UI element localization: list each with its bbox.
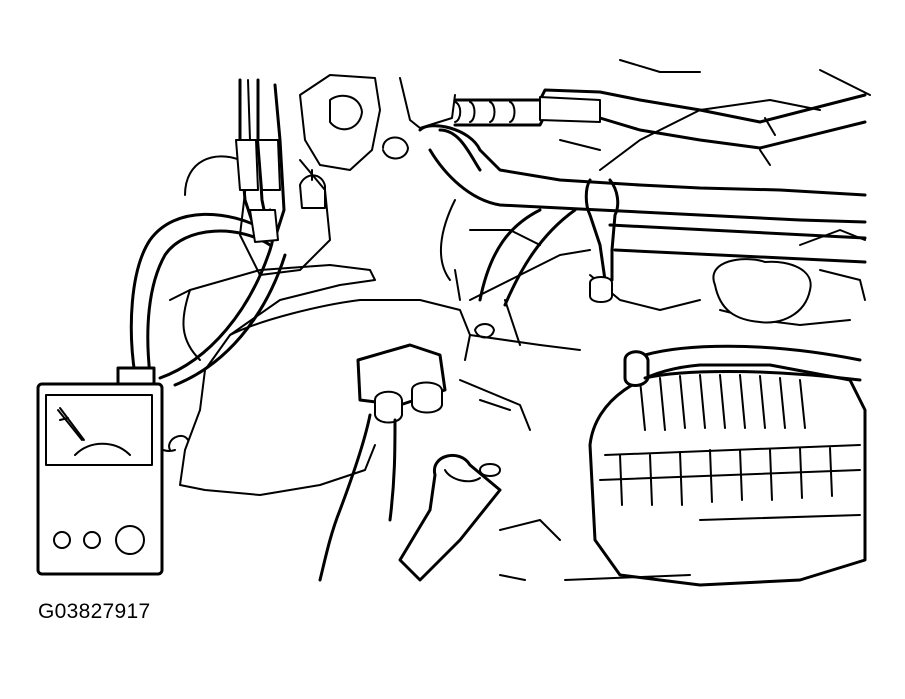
tester-leads bbox=[129, 78, 287, 387]
lower-hose bbox=[398, 454, 561, 582]
multimeter bbox=[36, 366, 164, 576]
upper-hoses bbox=[418, 88, 867, 307]
figure-id-label: G03827917 bbox=[38, 600, 151, 623]
alternator bbox=[564, 258, 867, 587]
sensor-connector bbox=[318, 343, 531, 582]
